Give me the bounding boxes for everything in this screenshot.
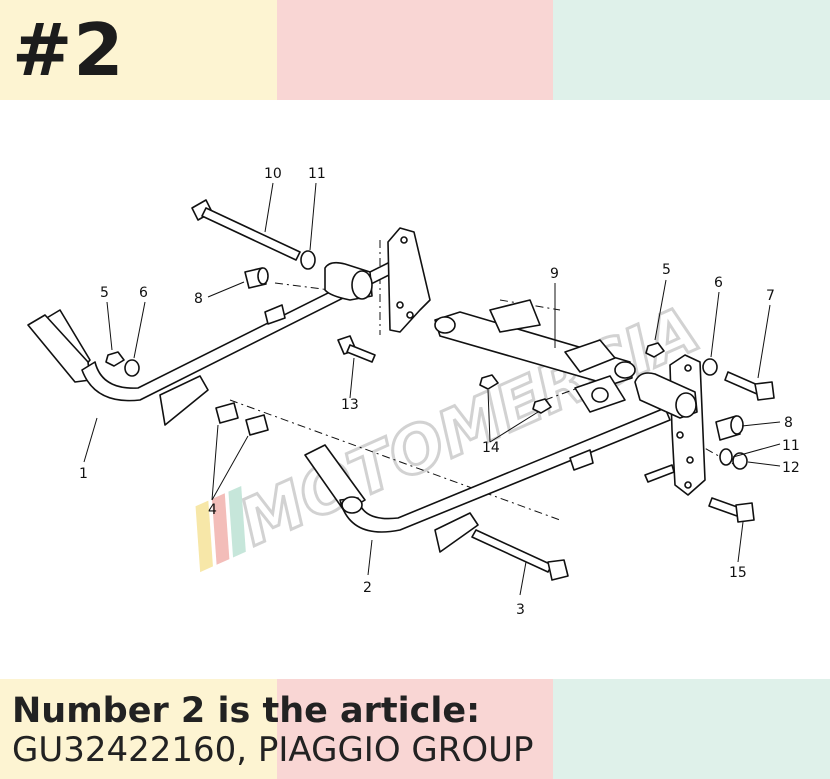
part-9-cross-link xyxy=(434,299,636,413)
caption-article-number: GU32422160, PIAGGIO GROUP xyxy=(12,730,534,770)
top-color-band xyxy=(0,0,830,100)
part-14-nuts xyxy=(479,374,552,414)
part-11-washers xyxy=(300,250,733,466)
exploded-parts-diagram: MOTOMERCIA xyxy=(27,166,800,618)
part-3-long-bolt xyxy=(471,529,569,581)
part-6-washers xyxy=(124,358,718,377)
lower-mounting-plate xyxy=(634,354,706,496)
part-15-bolt xyxy=(708,497,755,523)
part-4-spacers xyxy=(215,402,269,436)
callout-1: 1 xyxy=(79,466,88,482)
callout-11-upper: 11 xyxy=(308,166,326,182)
item-number-badge: #2 xyxy=(12,8,125,92)
callout-12: 12 xyxy=(782,460,800,476)
part-7-bolt xyxy=(724,371,775,401)
callout-14: 14 xyxy=(482,440,500,456)
part-10-long-bolt xyxy=(191,199,301,261)
part-5-nuts xyxy=(105,342,665,367)
callout-9: 9 xyxy=(550,266,559,282)
callout-3: 3 xyxy=(516,602,525,618)
callout-8-upper: 8 xyxy=(194,291,203,307)
part-1-footrest-bar xyxy=(27,261,396,426)
callout-4: 4 xyxy=(208,502,217,518)
callout-6-right: 6 xyxy=(714,275,723,291)
upper-mounting-plate xyxy=(387,227,431,333)
callout-11-lower: 11 xyxy=(782,438,800,454)
part-13-bolt xyxy=(337,335,376,363)
callout-7: 7 xyxy=(766,288,775,304)
callout-2: 2 xyxy=(363,580,372,596)
callout-5-right: 5 xyxy=(662,262,671,278)
callout-10: 10 xyxy=(264,166,282,182)
callout-15: 15 xyxy=(729,565,747,581)
callout-6-left: 6 xyxy=(139,285,148,301)
callout-leaders xyxy=(83,182,781,596)
part-12-nut xyxy=(732,452,748,470)
part-8-spacer-lower xyxy=(715,415,744,441)
bottom-color-band xyxy=(0,679,830,779)
callout-13: 13 xyxy=(341,397,359,413)
caption-heading: Number 2 is the article: xyxy=(12,691,481,731)
callout-8-lower: 8 xyxy=(784,415,793,431)
callout-5-left: 5 xyxy=(100,285,109,301)
part-2-lower-bar xyxy=(304,407,671,553)
part-8-spacer-upper xyxy=(244,267,269,289)
